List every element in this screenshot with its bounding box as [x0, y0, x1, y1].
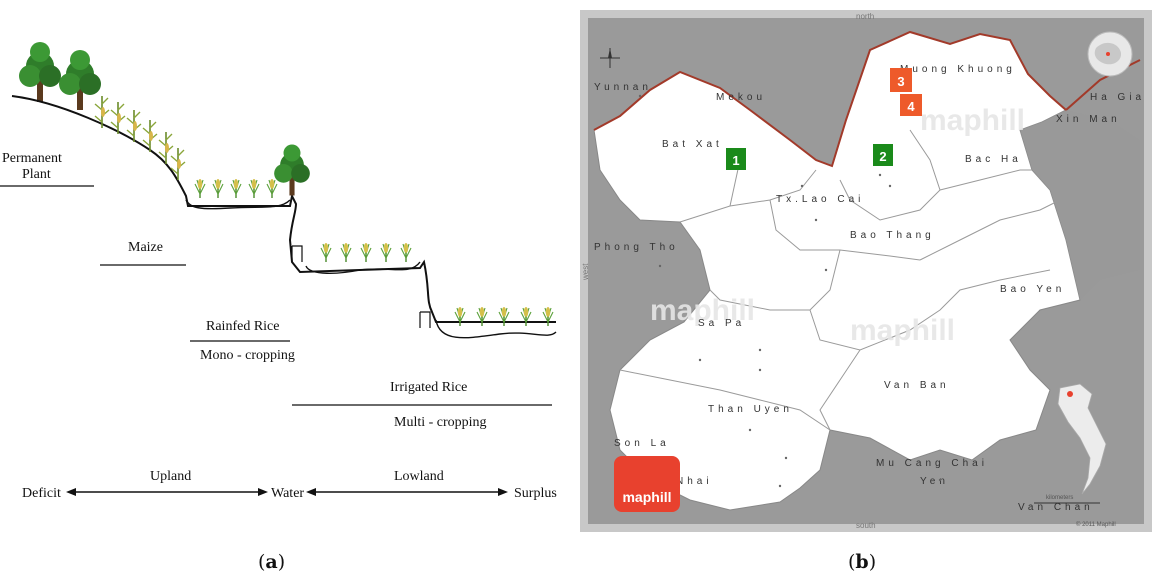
globe-icon — [1087, 31, 1133, 77]
permanent-plant-label: Plant — [22, 167, 51, 182]
caption-a: (a) — [258, 551, 286, 573]
district-label: Bat Xat — [662, 139, 723, 150]
rice-plant-icon — [542, 306, 554, 327]
irrigation-channel — [291, 245, 303, 262]
tree-icon — [274, 144, 310, 196]
district-label: Bac Ha — [965, 154, 1022, 165]
rice-plant-icon — [212, 178, 224, 199]
caption-b: (b) — [848, 551, 877, 573]
rice-plant-icon — [266, 178, 278, 199]
svg-text:3: 3 — [897, 74, 904, 89]
paddy-terrace-3 — [435, 319, 557, 339]
water-label: Water — [271, 486, 304, 501]
svg-text:kilometers: kilometers — [1046, 495, 1073, 501]
west-label: west — [581, 263, 590, 281]
maize-plant-icon — [170, 147, 186, 181]
district-label: Mekou — [716, 92, 766, 103]
district-label: Muong Khuong — [900, 64, 1016, 75]
watermark: maphill — [850, 314, 955, 347]
svg-text:© 2011 Maphill: © 2011 Maphill — [1076, 521, 1116, 528]
site-marker-2: 2 — [873, 144, 893, 166]
tree-icon — [19, 42, 61, 102]
district-label: Sa Pa — [698, 318, 745, 329]
rice-plant-icon — [320, 242, 332, 263]
district-label: Ha Gia — [1090, 92, 1145, 103]
district-label: Bao Yen — [1000, 284, 1065, 295]
rice-plant-icon — [230, 178, 242, 199]
permanent-plant-label: Permanent — [2, 151, 62, 166]
district-label: Yunnan — [594, 82, 652, 93]
vietnam-inset-map — [1057, 383, 1107, 495]
surplus-label: Surplus — [514, 486, 557, 501]
rice-plant-icon — [380, 242, 392, 263]
paddy-terrace-2 — [305, 261, 421, 274]
district-label: Van Chan — [1018, 502, 1094, 513]
mono-cropping-label: Mono - cropping — [200, 348, 295, 363]
international-border — [593, 30, 1141, 168]
svg-text:maphill: maphill — [622, 489, 671, 505]
district-label: Bao Thang — [850, 230, 935, 241]
site-marker-4: 4 — [900, 94, 922, 116]
south-label: south — [856, 521, 876, 530]
district-label: Son La — [614, 438, 670, 449]
svg-text:2: 2 — [879, 149, 886, 164]
site-marker-3: 3 — [890, 68, 912, 92]
compass-icon — [600, 48, 620, 68]
upland-arrow — [66, 488, 268, 496]
multi-cropping-label: Multi - cropping — [394, 415, 487, 430]
upland-label: Upland — [150, 469, 191, 484]
tree-icon — [59, 50, 101, 110]
irrigation-channel — [419, 311, 431, 328]
upland-lowland-diagram: Permanent Plant Maize Rainfed Rice Mono … — [0, 42, 557, 501]
rice-plant-icon — [476, 306, 488, 327]
district-label: Nhai — [676, 476, 713, 487]
maize-plant-icon — [94, 95, 110, 129]
rice-plant-icon — [248, 178, 260, 199]
district-label: Mu Cang Chai — [876, 458, 988, 469]
watermark: maphill — [650, 294, 755, 327]
rice-plant-icon — [498, 306, 510, 327]
maphill-logo: maphill — [614, 456, 680, 512]
rice-plant-icon — [400, 242, 412, 263]
svg-text:1: 1 — [732, 153, 739, 168]
rice-plant-icon — [340, 242, 352, 263]
district-label: Tx.Lao Cai — [776, 194, 864, 205]
town-markers — [638, 94, 942, 488]
lowland-arrow — [306, 488, 508, 496]
rice-plant-icon — [520, 306, 532, 327]
rainfed-rice-label: Rainfed Rice — [206, 319, 279, 334]
district-label: Than Uyen — [708, 404, 793, 415]
scale-bar: kilometers © 2011 Maphill — [1034, 495, 1116, 528]
svg-text:4: 4 — [907, 99, 915, 114]
rice-plant-icon — [454, 306, 466, 327]
north-label: north — [856, 12, 874, 21]
deficit-label: Deficit — [22, 486, 61, 501]
rice-plant-icon — [194, 178, 206, 199]
lao-cai-map: maphill maphill maphill north south west… — [580, 10, 1152, 532]
site-marker-1: 1 — [726, 148, 746, 170]
district-label: Phong Tho — [594, 242, 679, 253]
district-label: Van Ban — [884, 380, 950, 391]
maize-label: Maize — [128, 240, 163, 255]
district-boundaries — [619, 129, 1061, 431]
rice-plant-icon — [360, 242, 372, 263]
paddy-terrace-1 — [185, 199, 291, 210]
district-label: Yen — [920, 476, 949, 487]
district-label: Xin Man — [1056, 114, 1121, 125]
site-marker-1-box — [726, 148, 746, 170]
neighbor-region — [1020, 110, 1140, 300]
watermark: maphill — [920, 104, 1025, 137]
irrigated-rice-label: Irrigated Rice — [390, 380, 467, 395]
lowland-label: Lowland — [394, 469, 444, 484]
terrain-profile — [11, 95, 556, 323]
